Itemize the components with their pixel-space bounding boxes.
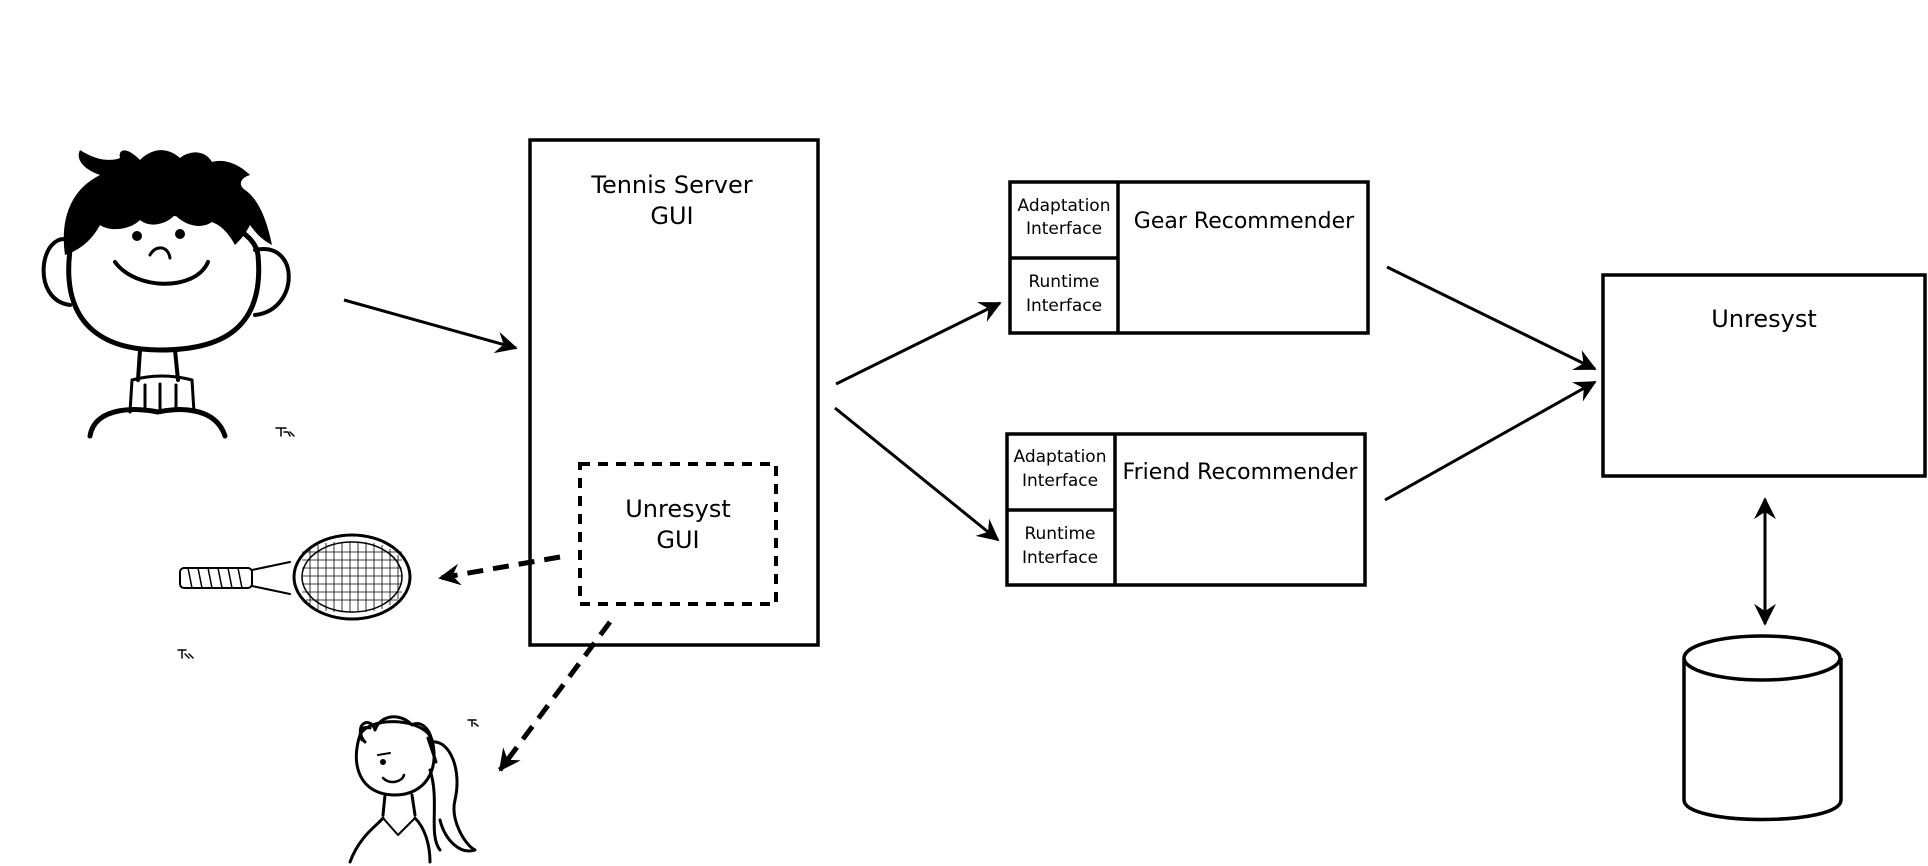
girl-user-icon	[348, 715, 479, 864]
gear-recommender-box: Gear Recommender Adaptation Interface Ru…	[1008, 180, 1370, 335]
gear-adaptation-line1: Adaptation	[1018, 196, 1111, 216]
database-cylinder-icon	[1682, 634, 1843, 822]
arrow-user-to-server	[343, 298, 518, 354]
friend-adaptation-line2: Interface	[1022, 471, 1098, 491]
unresyst-gui-line1: Unresyst	[625, 495, 731, 523]
arrow-friend-to-unresyst	[1384, 380, 1597, 502]
arrow-server-to-gear	[835, 301, 1002, 386]
friend-adaptation-line1: Adaptation	[1014, 447, 1107, 467]
arrow-server-to-friend	[834, 406, 1000, 542]
friend-recommender-title: Friend Recommender	[1123, 460, 1359, 485]
arrow-gui-to-racket	[438, 554, 561, 586]
gear-runtime-line1: Runtime	[1028, 272, 1099, 292]
friend-runtime-line2: Interface	[1022, 548, 1098, 568]
unresyst-title: Unresyst	[1711, 305, 1817, 333]
gear-recommender-title: Gear Recommender	[1134, 209, 1355, 234]
unresyst-gui-line2: GUI	[656, 526, 699, 554]
arrows	[343, 265, 1776, 772]
tennis-server-label: Tennis Server	[590, 171, 752, 199]
arrow-gear-to-unresyst	[1386, 265, 1597, 371]
tennis-racket-icon	[177, 533, 412, 659]
unresyst-box: Unresyst	[1601, 273, 1927, 478]
gear-runtime-line2: Interface	[1026, 296, 1102, 316]
gear-adaptation-line2: Interface	[1026, 219, 1102, 239]
boy-user-icon	[41, 150, 295, 439]
friend-recommender-box: Friend Recommender Adaptation Interface …	[1005, 432, 1367, 587]
unresyst-gui-box: Unresyst GUI	[578, 462, 778, 606]
arrow-gui-to-girl	[497, 620, 613, 772]
friend-runtime-line1: Runtime	[1024, 524, 1095, 544]
tennis-server-gui-label: GUI	[650, 202, 693, 230]
